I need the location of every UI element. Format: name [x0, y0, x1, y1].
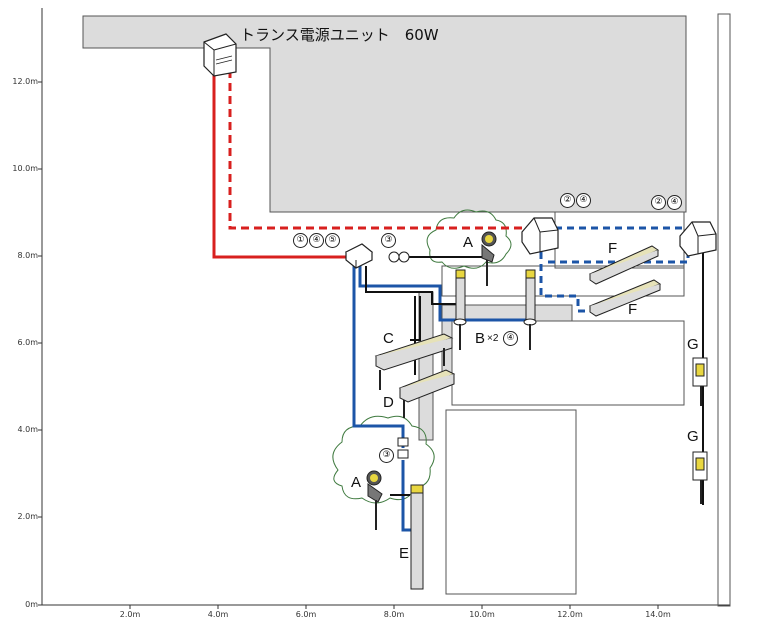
connector-top — [388, 251, 410, 263]
x-tick-4m: 4.0m — [207, 610, 229, 619]
garden-plot — [445, 409, 577, 595]
spotlight-A-bottom — [366, 470, 383, 530]
bollard-B-left — [453, 269, 467, 350]
blue-cable-solid-deck — [358, 266, 530, 322]
y-tick-10m: 10.0m — [12, 164, 38, 173]
x-tick-2m: 2.0m — [119, 610, 141, 619]
label-B-count: ×2 — [487, 333, 499, 344]
y-tick-4m: 4.0m — [17, 425, 38, 434]
window-box — [554, 211, 685, 269]
bollard-B-right — [523, 269, 537, 350]
house-footprint — [82, 15, 687, 213]
transformer-unit — [203, 33, 237, 77]
label-F-bottom: F — [628, 301, 638, 318]
blue-cable-dashed-mid — [539, 252, 590, 313]
y-tick-6m: 6.0m — [17, 338, 38, 347]
callout-3-bottom: ③ — [379, 448, 394, 463]
label-G-top: G — [687, 336, 699, 353]
linear-light-F-top — [588, 245, 660, 285]
blue-cable-dashed-top — [548, 226, 690, 264]
y-tick-0m: 0m — [25, 600, 38, 609]
label-G-bottom: G — [687, 428, 699, 445]
bar-light-D — [398, 369, 456, 418]
label-C: C — [383, 330, 394, 347]
outlet-box-right — [679, 221, 717, 257]
linear-light-F-bottom — [588, 279, 662, 317]
label-B: B — [475, 330, 486, 347]
callout-4-mid: ④ — [576, 193, 591, 208]
light-G-top — [692, 357, 708, 406]
y-tick-8m: 8.0m — [17, 251, 38, 260]
callout-5: ⑤ — [325, 233, 340, 248]
label-F-top: F — [608, 240, 618, 257]
label-E: E — [399, 545, 410, 562]
blue-cable-solid-main — [352, 266, 405, 448]
junction-box — [344, 243, 374, 269]
wall-vertical — [418, 291, 434, 441]
x-tick-8m: 8.0m — [383, 610, 405, 619]
property-boundary — [717, 13, 731, 607]
bar-light-C — [374, 333, 454, 390]
diagram-title: トランス電源ユニット 60W — [240, 26, 439, 44]
terrace-right — [451, 320, 685, 406]
axis-ticks — [38, 81, 659, 609]
callout-1: ① — [293, 233, 308, 248]
callout-4: ④ — [309, 233, 324, 248]
x-tick-6m: 6.0m — [295, 610, 317, 619]
black-cable-C — [410, 296, 421, 341]
x-tick-10m: 10.0m — [469, 610, 495, 619]
y-tick-12m: 12.0m — [12, 77, 38, 86]
callout-4-B: ④ — [503, 331, 518, 346]
callout-2-mid: ② — [560, 193, 575, 208]
bollard-E — [410, 484, 424, 590]
x-tick-14m: 14.0m — [645, 610, 671, 619]
callout-2-right: ② — [651, 195, 666, 210]
light-G-bottom — [692, 451, 708, 504]
outlet-box-mid — [521, 217, 559, 255]
label-D: D — [383, 394, 394, 411]
spotlight-A-top — [481, 231, 497, 286]
connector-bottom — [397, 437, 409, 459]
label-A-bottom: A — [351, 474, 362, 491]
bush-top — [426, 209, 512, 269]
callout-3-top: ③ — [381, 233, 396, 248]
callout-4-right: ④ — [667, 195, 682, 210]
red-cable-solid — [212, 68, 356, 259]
x-tick-12m: 12.0m — [557, 610, 583, 619]
label-A-top: A — [463, 234, 474, 251]
red-cable-dashed — [228, 70, 530, 230]
y-tick-2m: 2.0m — [17, 512, 38, 521]
blue-cable-solid-E — [401, 460, 413, 532]
